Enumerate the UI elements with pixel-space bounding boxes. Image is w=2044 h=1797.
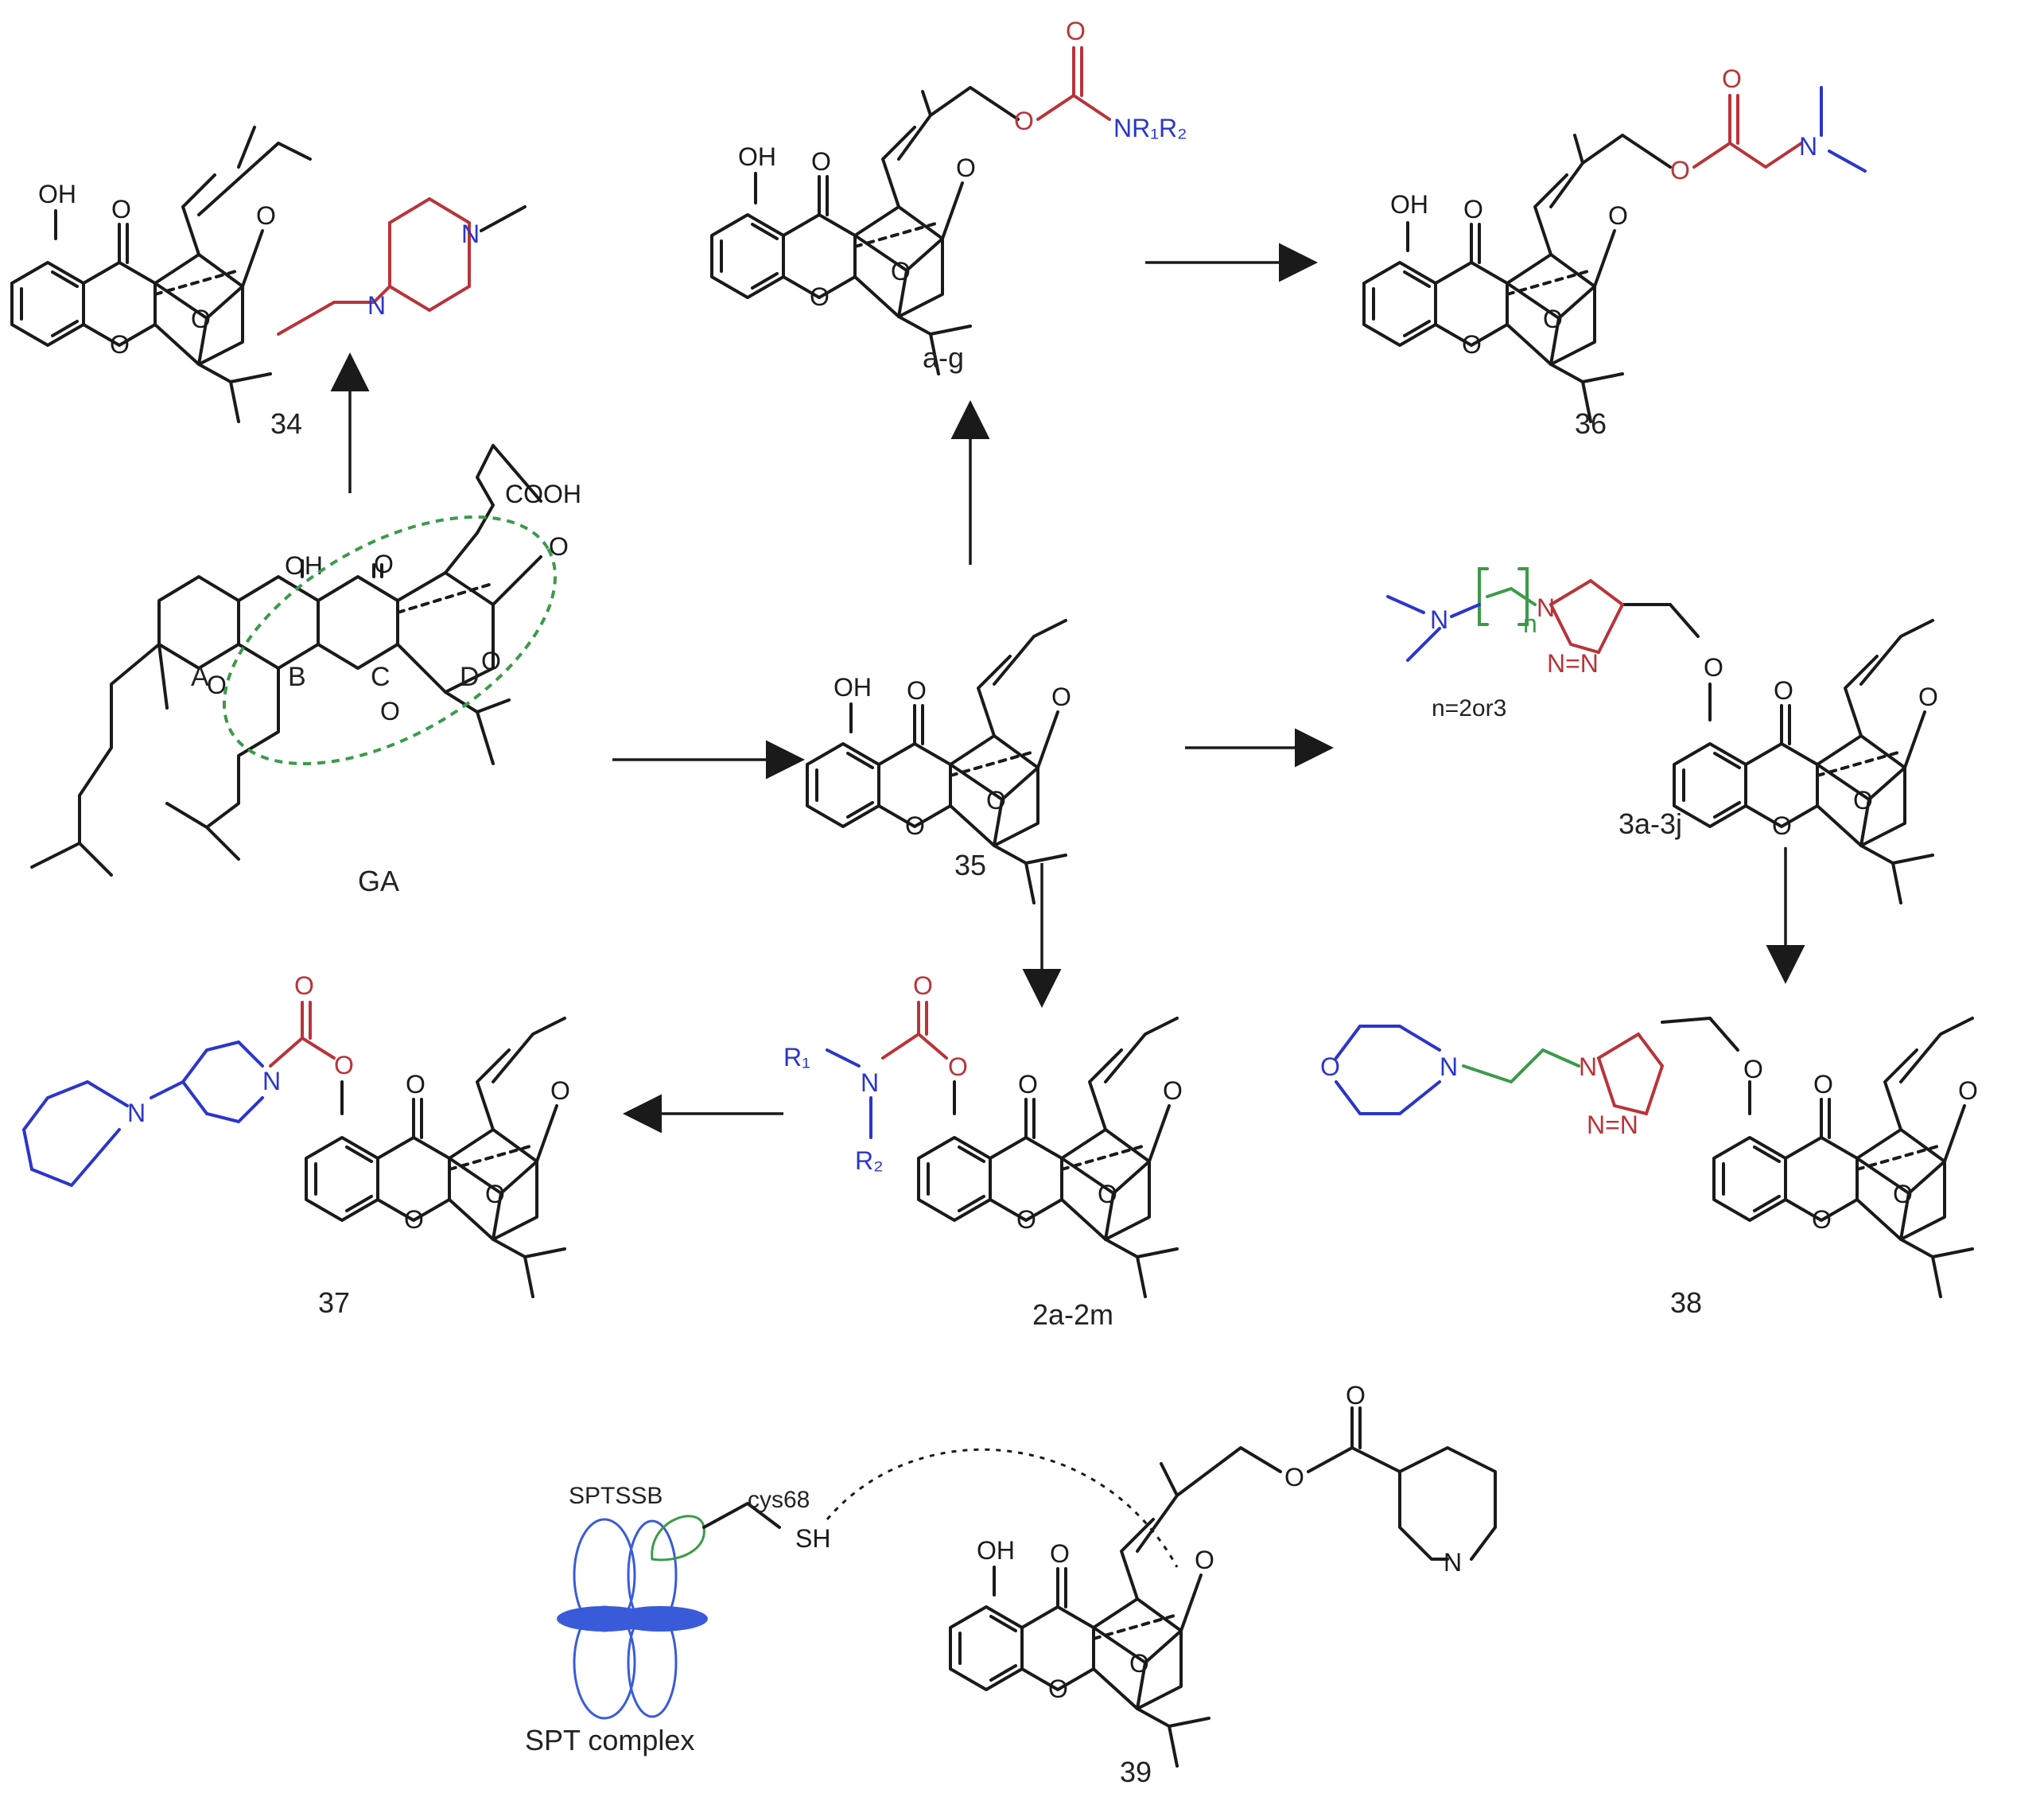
triazole-nn: N=N [1547,649,1599,678]
compound-36: OH O O N [1362,64,1867,423]
binding-region-ellipse [222,515,558,765]
ring-label-b: B [288,662,306,692]
ester-o: O [1014,107,1034,135]
label-3a-3j: 3a-3j [1618,807,1682,840]
cooh-label: COOH [505,480,581,508]
compound-38: O N N=N N O [1320,1017,1980,1298]
ga-ketone-o: O [549,532,569,561]
amine-n: N [1799,132,1817,161]
pyridine-n: N [1444,1548,1462,1577]
piperidine-n: N [262,1067,281,1095]
label-37: 37 [318,1286,350,1319]
compound-2a-2m: O O N R₁ R₂ [783,971,1184,1298]
sh-label: SH [795,1524,830,1553]
label-a-g: a-g [923,341,964,374]
ring-label-a: A [191,662,209,692]
triazole-n1: N [1579,1052,1597,1081]
label-GA: GA [358,865,399,897]
spt-complex-illustration: SPTSSB cys68 SH [557,1448,1179,1720]
label-38: 38 [1670,1286,1702,1319]
sptssb-label: SPTSSB [569,1483,663,1509]
label-34: 34 [270,407,302,440]
carbonyl-o: O [1066,17,1086,45]
carbamate-carbonyl-o: O [294,971,314,1000]
oh-label: OH [834,673,872,702]
linker-n: n [1523,609,1537,638]
ring-label-d: D [460,662,480,692]
cys68-label: cys68 [748,1487,810,1513]
ether-o: O [1704,653,1723,682]
ring-a-o: O [207,671,227,699]
carbonyl-o: O [1722,64,1742,93]
compound-GA: A O B C O D O OH O COOH O [30,444,581,877]
n-range-note: n=2or3 [1432,695,1506,722]
label-36: 36 [1575,407,1607,440]
compound-3a-3j: O N N=N n N n=2or3 [1386,567,1940,904]
carbamate-o: O [948,1052,968,1081]
label-35: 35 [954,849,986,881]
ester-carbonyl-o: O [1346,1381,1366,1410]
amine-n: N [1430,605,1448,634]
oh-label: OH [738,142,776,171]
ring-label-c: C [371,662,391,692]
ether-o: O [1743,1055,1763,1083]
morpholine-n: N [1440,1052,1458,1081]
label-39: 39 [1120,1756,1152,1788]
compound-37: O O N N [21,971,572,1298]
triazole-n1: N [1537,593,1555,622]
oh-label: OH [1390,190,1428,219]
nr1r2-label: NR₁R₂ [1113,114,1187,142]
piperidine2-n: N [127,1099,146,1127]
morpholine-o: O [1320,1052,1340,1081]
ester-o: O [1284,1463,1304,1492]
ester-o: O [1670,156,1690,185]
compound-35: OH [806,619,1073,904]
compound-34: OH N N [10,126,527,423]
compound-a-g: OH O O NR₁R₂ [710,17,1187,375]
r2-label: R₂ [855,1146,884,1175]
ga-carbonyl-o: O [374,550,394,578]
piperazine-n4: N [461,220,480,248]
triazole-nn: N=N [1587,1110,1638,1139]
carbamate-n: N [861,1068,879,1097]
r1-label: R₁ [783,1043,810,1072]
compound-39: OH O O N [949,1381,1497,1768]
carbamate-carbonyl-o: O [913,971,933,1000]
carbamate-o: O [334,1051,354,1079]
label-2a-2m: 2a-2m [1032,1298,1113,1331]
oh-label: OH [38,180,76,208]
cage-o: O [481,647,501,675]
oh-label: OH [977,1536,1015,1565]
piperazine-n1: N [367,291,386,320]
spt-complex-label: SPT complex [525,1724,694,1756]
ring-c-o: O [380,697,400,725]
covalent-interaction-dotted [826,1448,1179,1568]
